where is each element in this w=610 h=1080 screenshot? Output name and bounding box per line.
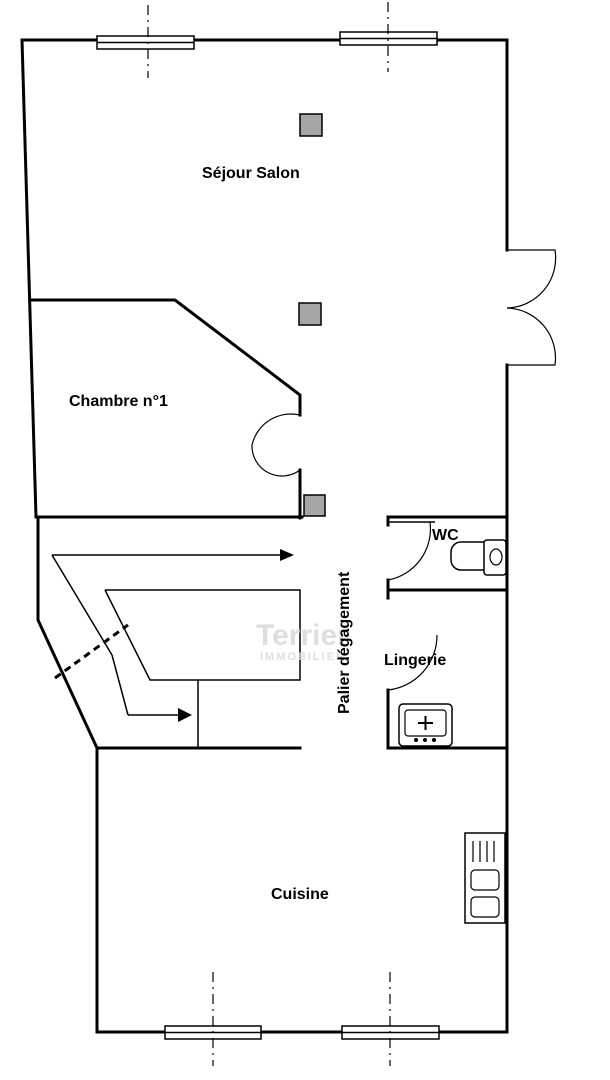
staircase bbox=[51, 549, 301, 748]
room-label-wc: WC bbox=[432, 527, 459, 544]
room-label-lingerie: Lingerie bbox=[384, 652, 446, 669]
windows bbox=[96, 2, 440, 1066]
pillar bbox=[299, 113, 323, 137]
pillars bbox=[298, 113, 326, 517]
watermark-sub: IMMOBILIER bbox=[260, 651, 346, 663]
pillar bbox=[298, 302, 322, 326]
room-label-cuisine: Cuisine bbox=[271, 886, 329, 903]
wc-toilet-icon bbox=[450, 539, 507, 576]
watermark-brand: Terrier bbox=[256, 619, 349, 652]
room-label-sejour: Séjour Salon bbox=[202, 165, 300, 182]
wc-lingerie-walls bbox=[386, 515, 509, 750]
bedroom-walls bbox=[28, 298, 304, 520]
room-label-chambre: Chambre n°1 bbox=[69, 393, 168, 410]
pillar bbox=[303, 494, 326, 517]
watermark-logo: Terrier IMMOBILIER bbox=[256, 619, 349, 663]
sink-icon bbox=[398, 703, 453, 747]
stove-sink-counter-icon bbox=[464, 832, 506, 924]
room-label-palier: Palier dégagement bbox=[336, 571, 353, 714]
door-swings bbox=[251, 249, 557, 691]
